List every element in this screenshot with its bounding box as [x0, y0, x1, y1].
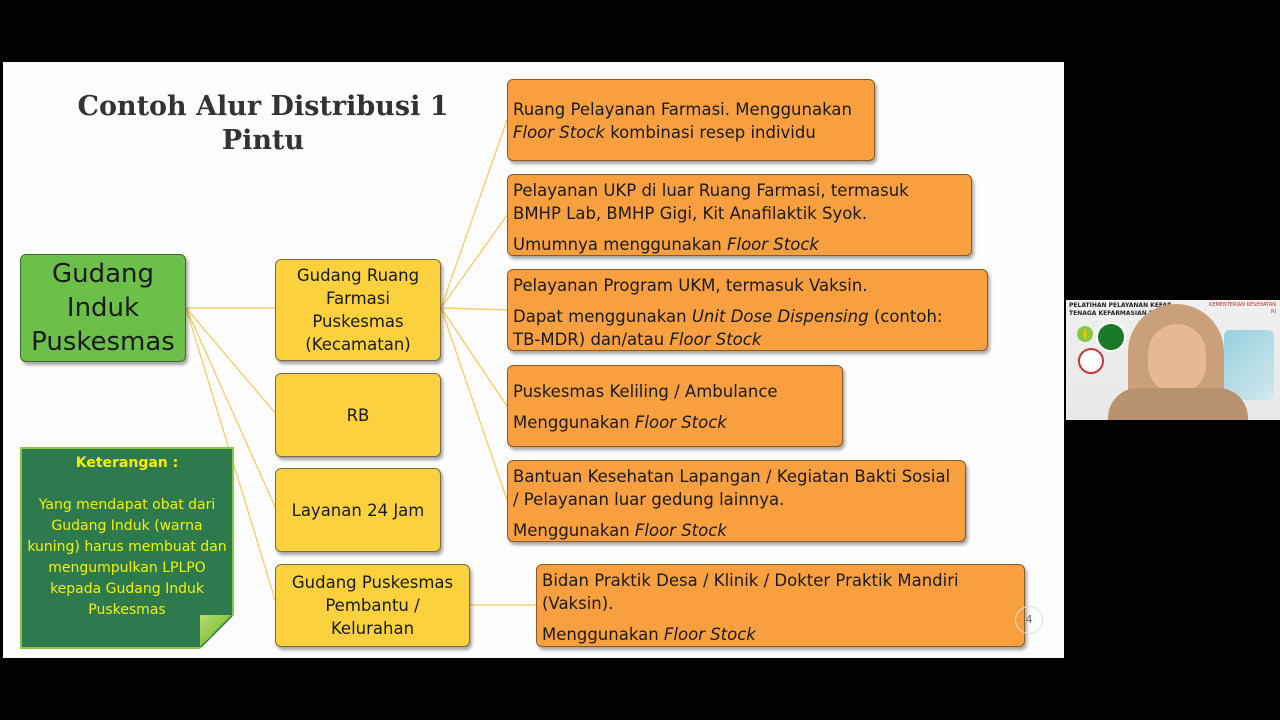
orange-node-ukm: Pelayanan Program UKM, termasuk Vaksin. … — [507, 269, 988, 351]
rb-node: RB — [275, 373, 441, 457]
node-text: Ruang Pelayanan Farmasi. Menggunakan — [513, 100, 852, 119]
node-text: BMHP Lab, BMHP Gigi, Kit Anafilaktik Syo… — [513, 204, 868, 223]
node-text: (Vaksin). — [542, 594, 614, 613]
floor-stock-text: Floor Stock — [669, 330, 762, 349]
node-text: kombinasi resep individu — [604, 123, 816, 142]
node-text: Umumnya menggunakan — [513, 235, 727, 254]
orange-node-ukp: Pelayanan UKP di luar Ruang Farmasi, ter… — [507, 174, 972, 256]
presenter-body — [1108, 388, 1248, 420]
node-text: (contoh: — [868, 307, 943, 326]
keterangan-note: Keterangan : Yang mendapat obat dari Gud… — [20, 447, 234, 649]
connector-line — [440, 307, 508, 311]
node-text: Menggunakan Floor Stock — [513, 411, 838, 434]
gudang-ruang-farmasi-node: Gudang Ruang Farmasi Puskesmas (Kecamata… — [275, 259, 441, 361]
node-text: Bidan Praktik Desa / Klinik / Dokter Pra… — [542, 571, 959, 590]
floor-stock-text: Floor Stock — [727, 235, 819, 254]
node-text: Umumnya menggunakan Floor Stock — [513, 233, 967, 256]
floor-stock-text: Floor Stock — [634, 521, 727, 540]
node-text: Menggunakan — [542, 625, 664, 644]
webcam-thumbnail[interactable]: PELATIHAN PELAYANAN KEFAR... TENAGA KEFA… — [1066, 300, 1280, 420]
node-text: Pelayanan UKP di luar Ruang Farmasi, ter… — [513, 181, 909, 200]
node-text: TB-MDR) dan/atau — [513, 330, 670, 349]
connector-line — [440, 214, 508, 309]
layanan-24-jam-node: Layanan 24 Jam — [275, 468, 441, 552]
webcam-caption: PELATIHAN PELAYANAN KEFAR... TENAGA KEFA… — [1069, 302, 1179, 317]
connector-line — [440, 307, 508, 407]
orange-node-farmasi: Ruang Pelayanan Farmasi. Menggunakan Flo… — [507, 79, 875, 161]
note-heading: Keterangan : — [75, 455, 179, 471]
gudang-induk-node: Gudang Induk Puskesmas — [20, 254, 186, 362]
node-text: / Pelayanan luar gedung lainnya. — [513, 490, 785, 509]
node-text: TB-MDR) dan/atau Floor Stock — [513, 328, 983, 351]
node-text: Bantuan Kesehatan Lapangan / Kegiatan Ba… — [513, 467, 951, 486]
connector-line — [440, 119, 508, 309]
slide-title: Contoh Alur Distribusi 1 Pintu — [77, 91, 449, 156]
connector-lines — [185, 119, 536, 606]
unit-dose-text: Unit Dose Dispensing — [691, 307, 869, 326]
orange-node-bakti-sosial: Bantuan Kesehatan Lapangan / Kegiatan Ba… — [507, 460, 966, 542]
presenter-face — [1148, 324, 1206, 394]
background-illustration — [1224, 330, 1274, 400]
node-text: Floor Stock kombinasi resep individu — [513, 121, 870, 144]
red-emblem-icon — [1078, 348, 1104, 374]
presentation-slide: Contoh Alur Distribusi 1 Pintu Gudang In… — [3, 62, 1064, 658]
connector-line — [440, 307, 508, 501]
node-text: Menggunakan — [513, 413, 635, 432]
orange-node-bidan: Bidan Praktik Desa / Klinik / Dokter Pra… — [536, 564, 1025, 647]
note-body: Yang mendapat obat dari Gudang Induk (wa… — [27, 497, 227, 618]
webcam-caption-right: KEMENTERIAN KESEHATAN RI — [1209, 302, 1276, 315]
node-text: Menggunakan Floor Stock — [542, 623, 1020, 646]
node-text: Dapat menggunakan Unit Dose Dispensing (… — [513, 305, 983, 328]
page-number: 4 — [1015, 606, 1043, 634]
connector-line — [185, 307, 277, 415]
node-text: Puskesmas Keliling / Ambulance — [513, 382, 778, 401]
floor-stock-text: Floor Stock — [663, 625, 756, 644]
node-text: Menggunakan Floor Stock — [513, 519, 961, 542]
floor-stock-text: Floor Stock — [634, 413, 727, 432]
node-text: Pelayanan Program UKM, termasuk Vaksin. — [513, 276, 868, 295]
page-fold-decoration — [200, 615, 232, 647]
ministry-logo-icon — [1077, 326, 1093, 342]
orange-node-pusling: Puskesmas Keliling / Ambulance Menggunak… — [507, 365, 843, 447]
node-text: Menggunakan — [513, 521, 635, 540]
connector-line — [185, 307, 277, 510]
gudang-pustu-node: Gudang Puskesmas Pembantu / Kelurahan — [275, 564, 470, 647]
green-emblem-icon — [1096, 322, 1126, 352]
node-text: Dapat menggunakan — [513, 307, 692, 326]
floor-stock-text: Floor Stock — [513, 123, 605, 142]
